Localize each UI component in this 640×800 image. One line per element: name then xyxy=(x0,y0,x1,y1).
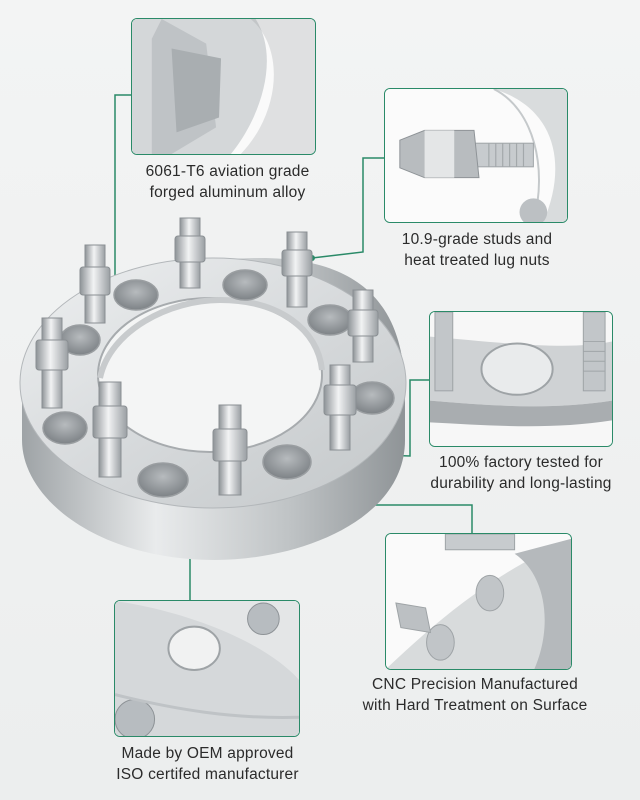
caption-oem-line2: ISO certifed manufacturer xyxy=(116,766,299,783)
callout-oem-image xyxy=(114,600,300,737)
callout-cnc-image xyxy=(385,533,572,670)
stud-and-lug-nut-icon xyxy=(385,89,567,222)
forged-metal-closeup-icon xyxy=(132,19,315,154)
caption-studs-line2: heat treated lug nuts xyxy=(404,252,550,269)
caption-testing: 100% factory tested for durability and l… xyxy=(410,452,632,494)
callout-material-image xyxy=(131,18,316,155)
callout-studs-image xyxy=(384,88,568,223)
spacer-edge-closeup-icon xyxy=(386,534,571,669)
caption-studs-line1: 10.9-grade studs and xyxy=(401,231,553,248)
caption-cnc-line1: CNC Precision Manufactured xyxy=(372,676,578,693)
caption-studs: 10.9-grade studs and heat treated lug nu… xyxy=(372,229,582,271)
caption-cnc: CNC Precision Manufactured with Hard Tre… xyxy=(350,674,600,716)
spacer-face-closeup-icon xyxy=(115,601,299,736)
caption-oem-line1: Made by OEM approved xyxy=(121,745,294,762)
caption-material-line2: forged aluminum alloy xyxy=(149,184,306,201)
caption-material-line1: 6061-T6 aviation grade xyxy=(145,163,310,180)
caption-testing-line2: durability and long-lasting xyxy=(430,475,612,492)
callout-testing-image xyxy=(429,311,613,447)
caption-oem: Made by OEM approved ISO certifed manufa… xyxy=(95,743,320,785)
caption-cnc-line2: with Hard Treatment on Surface xyxy=(362,697,588,714)
caption-testing-line1: 100% factory tested for xyxy=(439,454,603,471)
caption-material: 6061-T6 aviation grade forged aluminum a… xyxy=(120,161,335,203)
spacer-hole-closeup-icon xyxy=(430,312,612,446)
